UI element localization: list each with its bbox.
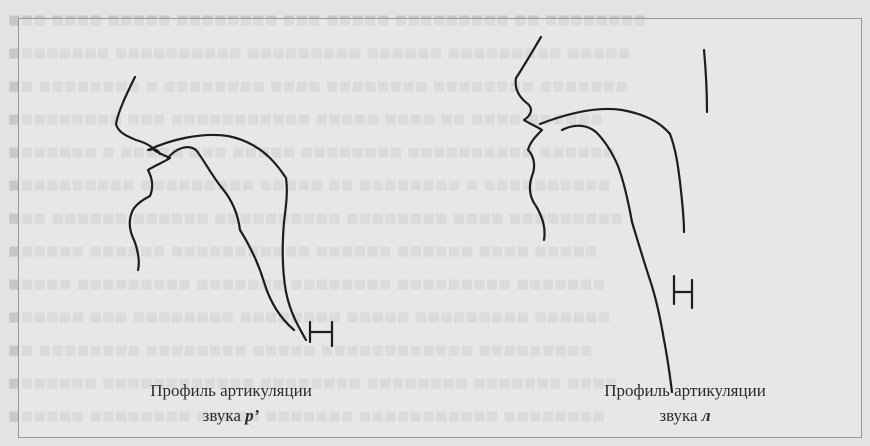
pharynx-front-right xyxy=(632,222,672,392)
caption-left-prefix: звука xyxy=(203,406,245,425)
face-profile-right xyxy=(516,37,545,240)
caption-right-prefix: звука xyxy=(659,406,701,425)
caption-right-symbol: л xyxy=(702,406,711,425)
caption-left-title: Профиль артикуляции xyxy=(106,378,356,403)
articulation-profile-soft-r xyxy=(116,77,332,346)
tongue-right xyxy=(562,126,632,222)
larynx-left xyxy=(310,322,332,346)
caption-left-symbol: р’ xyxy=(245,406,259,425)
caption-left-sound: звука р’ xyxy=(106,403,356,428)
caption-right-sound: звука л xyxy=(560,403,810,428)
caption-left: Профиль артикуляции звука р’ xyxy=(106,378,356,428)
pharynx-back-left xyxy=(283,178,306,340)
articulation-profile-l xyxy=(516,37,707,392)
caption-right-title: Профиль артикуляции xyxy=(560,378,810,403)
tongue-left xyxy=(168,147,240,230)
nasal-line-right xyxy=(704,50,707,112)
pharynx-back-right xyxy=(670,134,684,232)
face-profile-left xyxy=(116,77,170,270)
pharynx-front-left xyxy=(240,230,294,330)
larynx-right xyxy=(674,276,692,308)
palate-right xyxy=(540,109,670,134)
caption-right: Профиль артикуляции звука л xyxy=(560,378,810,428)
